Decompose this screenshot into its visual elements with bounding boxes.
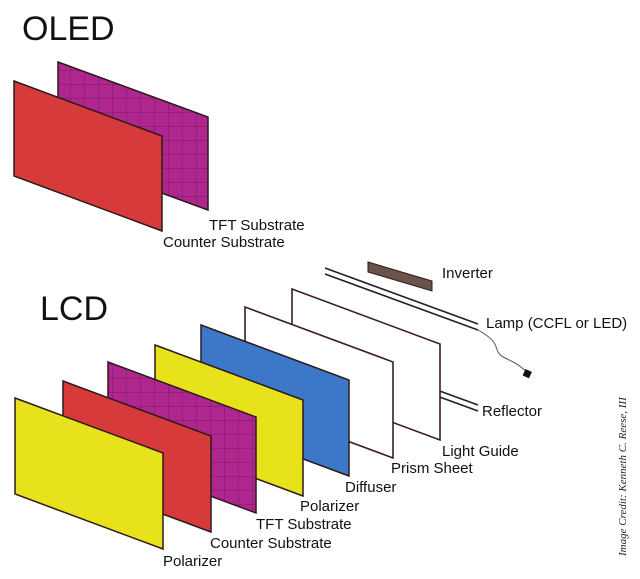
lamp-tube [324, 267, 479, 331]
lamp-connector [522, 369, 532, 379]
lamp-cable [477, 329, 529, 374]
oled-counter-substrate-panel [13, 79, 163, 233]
lcd-counter-substrate-label: Counter Substrate [210, 535, 332, 552]
diffuser-label: Diffuser [345, 479, 396, 496]
prism-sheet-label: Prism Sheet [391, 460, 474, 477]
image-credit: Image Credit: Kenneth C. Reese, III [617, 396, 629, 557]
oled-heading: OLED [22, 10, 115, 48]
inverter-block [367, 261, 433, 292]
oled-tft-substrate-label: TFT Substrate [209, 217, 305, 234]
front-polarizer-label: Polarizer [163, 553, 222, 570]
rear-polarizer-label: Polarizer [300, 498, 359, 515]
inverter-label: Inverter [442, 265, 493, 282]
light-guide-label: Light Guide [442, 443, 519, 460]
oled-counter-substrate-label: Counter Substrate [163, 234, 285, 251]
lcd-tft-substrate-label: TFT Substrate [256, 516, 352, 533]
lcd-heading: LCD [40, 290, 108, 328]
lamp-label: Lamp (CCFL or LED) [486, 315, 627, 332]
front-polarizer-panel [14, 396, 164, 551]
reflector-label: Reflector [482, 403, 542, 420]
